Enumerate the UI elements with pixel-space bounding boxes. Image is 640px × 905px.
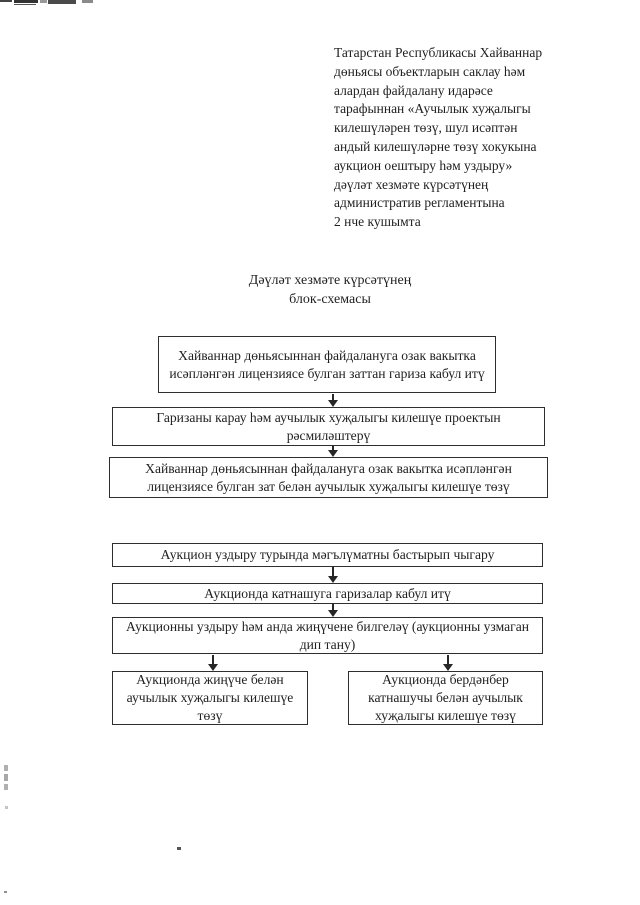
arrow-shaft [332,567,334,576]
scan-artifact [48,0,76,4]
flowchart-box-conclude-agreement-license-holder: Хайваннар дөньясыннан файдалануга озак в… [109,457,548,498]
scan-artifact [82,0,93,3]
arrow-down-icon [443,655,453,671]
regulation-annotation: Татарстан Республикасы Хайваннар дөньясы… [334,45,543,230]
flowchart-box-hold-auction: Аукционны уздыру һәм анда жиңүчене билге… [112,617,543,654]
schema-title: Дәүләт хезмәте күрсәтүнең блок-схемасы [248,273,412,307]
scan-artifact [14,0,38,3]
arrow-down-icon [208,655,218,671]
scan-artifact [0,0,12,2]
scan-artifact [4,891,7,893]
arrow-head [208,664,218,671]
arrow-down-icon [328,446,338,457]
flowchart-box-agreement-with-winner: Аукционда жиңүче белән аучылык хуҗалыгы … [112,671,308,725]
flowchart-box-agreement-with-sole-participant: Аукционда бердәнбер катнашучы белән аучы… [348,671,543,725]
arrow-shaft [212,655,214,664]
arrow-shaft [332,604,334,610]
arrow-head [328,610,338,617]
flowchart-box-application-intake: Хайваннар дөньясыннан файдалануга озак в… [158,336,496,393]
arrow-head [443,664,453,671]
arrow-head [328,400,338,407]
arrow-shaft [447,655,449,664]
scan-artifact [4,765,8,771]
arrow-shaft [332,446,334,450]
arrow-head [328,576,338,583]
arrow-down-icon [328,604,338,617]
scan-artifact [14,4,36,5]
arrow-down-icon [328,567,338,583]
flowchart-box-publish-auction-info: Аукцион уздыру турында мәгълүматны басты… [112,543,543,567]
flowchart-box-review-application: Гаризаны карау һәм аучылык хуҗалыгы киле… [112,407,545,446]
arrow-shaft [332,394,334,400]
scan-artifact [5,806,8,809]
scan-artifact [40,0,47,3]
scan-artifact [4,774,8,781]
arrow-head [328,450,338,457]
scan-artifact [177,847,181,850]
flowchart-box-accept-auction-bids: Аукционда катнашуга гаризалар кабул итү [112,583,543,604]
scan-artifact [4,784,8,790]
arrow-down-icon [328,394,338,407]
